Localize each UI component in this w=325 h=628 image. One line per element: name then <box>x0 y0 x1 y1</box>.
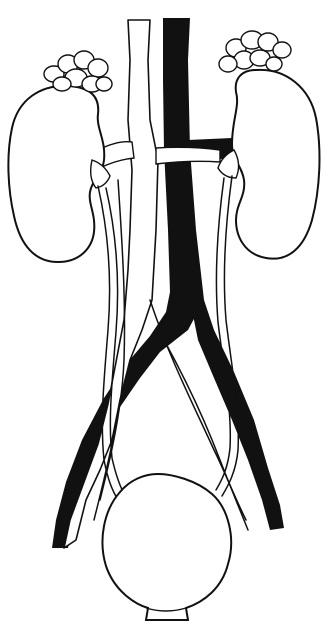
urinary-bladder <box>102 474 231 620</box>
left-kidney <box>8 86 104 262</box>
right-kidney-group <box>218 70 319 259</box>
right-kidney <box>232 70 319 259</box>
left-adrenal-gland <box>44 51 112 92</box>
bladder-group <box>102 474 231 620</box>
left-kidney-group <box>8 86 110 262</box>
right-adrenal-gland <box>219 31 291 72</box>
renal-artery-right <box>156 147 220 164</box>
